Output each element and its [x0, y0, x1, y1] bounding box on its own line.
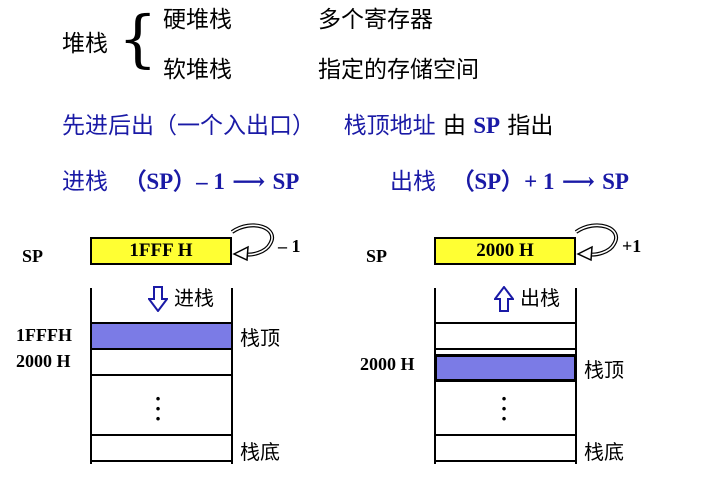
- pop-up-arrow-icon: [494, 286, 514, 312]
- push-bottom-label: 栈底: [240, 440, 280, 464]
- push-formula: （SP）– 1: [123, 169, 225, 194]
- push-stack-left-wall: [90, 288, 92, 464]
- hard-stack-description: 多个寄存器: [318, 7, 433, 33]
- lifo-line: 先进后出（一个入出口） 栈顶地址 由 SP 指出: [62, 112, 553, 140]
- pop-stack-above-cell: [434, 322, 577, 350]
- pop-stack-bottom-cell: [434, 434, 577, 462]
- push-target: SP: [272, 169, 300, 194]
- pop-sp-label: SP: [366, 246, 388, 266]
- push-stack-right-wall: [231, 288, 233, 464]
- left-brace: {: [118, 2, 158, 75]
- pop-direction-label: 出栈: [520, 286, 560, 310]
- pop-bottom-label: 栈底: [584, 440, 624, 464]
- pop-formula-line: 出栈 （SP）+ 1 ⟶ SP: [390, 168, 629, 196]
- pop-top-label: 栈顶: [584, 358, 624, 382]
- hard-stack-term: 硬堆栈: [163, 7, 232, 33]
- pop-arrow-glyph: ⟶: [561, 169, 595, 194]
- sp-register-text: SP: [473, 113, 501, 138]
- push-sp-register: 1FFF H: [90, 237, 232, 265]
- pop-sp-register: 2000 H: [434, 237, 576, 265]
- points-text: 指出: [507, 113, 554, 139]
- push-direction-label: 进栈: [174, 286, 214, 310]
- pop-target: SP: [602, 169, 629, 194]
- soft-stack-description: 指定的存储空间: [318, 57, 479, 83]
- pop-stack-top-cell: [434, 354, 577, 382]
- push-down-arrow-icon: [148, 286, 168, 312]
- pop-ellipsis-icon: ···: [500, 386, 508, 431]
- push-ellipsis-icon: ···: [154, 386, 162, 431]
- increment-loop-icon: [574, 223, 618, 262]
- push-sp-label: SP: [22, 246, 44, 266]
- push-arrow-glyph: ⟶: [232, 169, 266, 194]
- push-sp-value: 1FFF H: [129, 240, 193, 261]
- pop-sp-value: 2000 H: [476, 240, 534, 261]
- stack-term: 堆栈: [62, 31, 108, 57]
- push-formula-line: 进栈 （SP）– 1 ⟶ SP: [62, 168, 299, 196]
- pop-top-address: 2000 H: [360, 354, 415, 374]
- push-top-label: 栈顶: [240, 326, 280, 350]
- push-delta: – 1: [278, 236, 301, 256]
- pop-label: 出栈: [390, 169, 436, 195]
- pop-formula: （SP）+ 1: [451, 169, 555, 194]
- push-label: 进栈: [62, 169, 108, 195]
- decrement-loop-icon: [230, 223, 274, 262]
- by-text: 由: [442, 113, 466, 139]
- top-address-text: 栈顶地址: [343, 113, 436, 139]
- lifo-text: 先进后出（一个入出口）: [62, 113, 315, 139]
- push-top-address: 1FFFH: [16, 325, 72, 345]
- push-stack-bottom-cell: [90, 434, 233, 462]
- push-stack-prev-cell: [90, 348, 233, 376]
- push-stack-top-cell: [90, 322, 233, 350]
- soft-stack-term: 软堆栈: [163, 57, 232, 83]
- push-prev-address: 2000 H: [16, 351, 71, 371]
- pop-delta: +1: [622, 236, 642, 256]
